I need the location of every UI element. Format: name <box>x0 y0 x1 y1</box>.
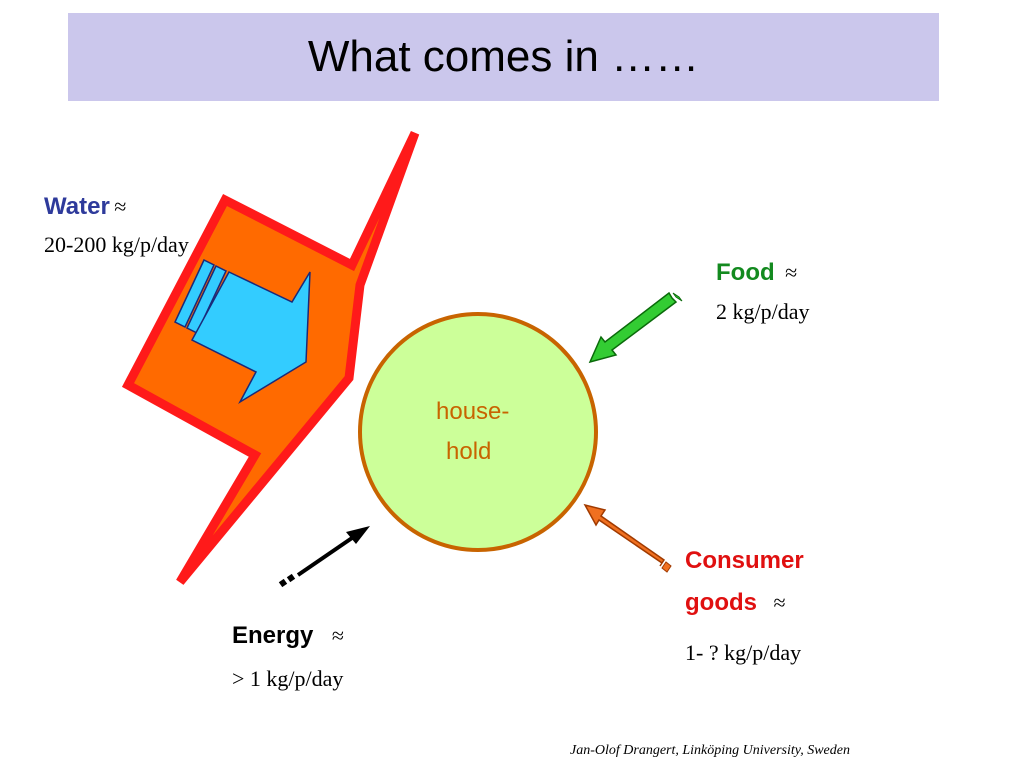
footer-credit: Jan-Olof Drangert, Linköping University,… <box>570 743 850 758</box>
consumer-goods-label: Consumer goods ≈ <box>685 540 804 627</box>
household-circle <box>358 312 598 552</box>
household-label-line2: hold <box>446 438 492 465</box>
water-amount: 20-200 kg/p/day <box>44 232 189 257</box>
energy-approx-symbol: ≈ <box>331 623 344 648</box>
consumer-goods-arrow <box>583 503 672 573</box>
water-approx-symbol: ≈ <box>114 194 127 219</box>
consumer-approx-symbol: ≈ <box>773 590 786 615</box>
food-arrow <box>588 291 683 364</box>
household-label-line1: house- <box>436 398 510 425</box>
household-label: house- hold <box>436 392 509 472</box>
consumer-name-line1: Consumer <box>685 547 804 574</box>
energy-arrow <box>278 526 370 588</box>
consumer-amount: 1- ? kg/p/day <box>685 640 802 665</box>
food-label: Food ≈ <box>716 259 797 287</box>
water-label: Water ≈ <box>44 193 126 221</box>
title-bar: What comes in …… <box>68 13 939 101</box>
water-arrow <box>174 258 311 405</box>
energy-name: Energy <box>232 622 314 649</box>
food-name: Food <box>716 259 775 286</box>
page-title: What comes in …… <box>307 32 700 81</box>
food-amount: 2 kg/p/day <box>716 299 810 324</box>
energy-label: Energy ≈ <box>232 622 344 650</box>
food-approx-symbol: ≈ <box>785 260 798 285</box>
consumer-name-line2: goods <box>685 589 757 616</box>
energy-amount: > 1 kg/p/day <box>232 666 344 691</box>
water-name: Water <box>44 193 110 220</box>
